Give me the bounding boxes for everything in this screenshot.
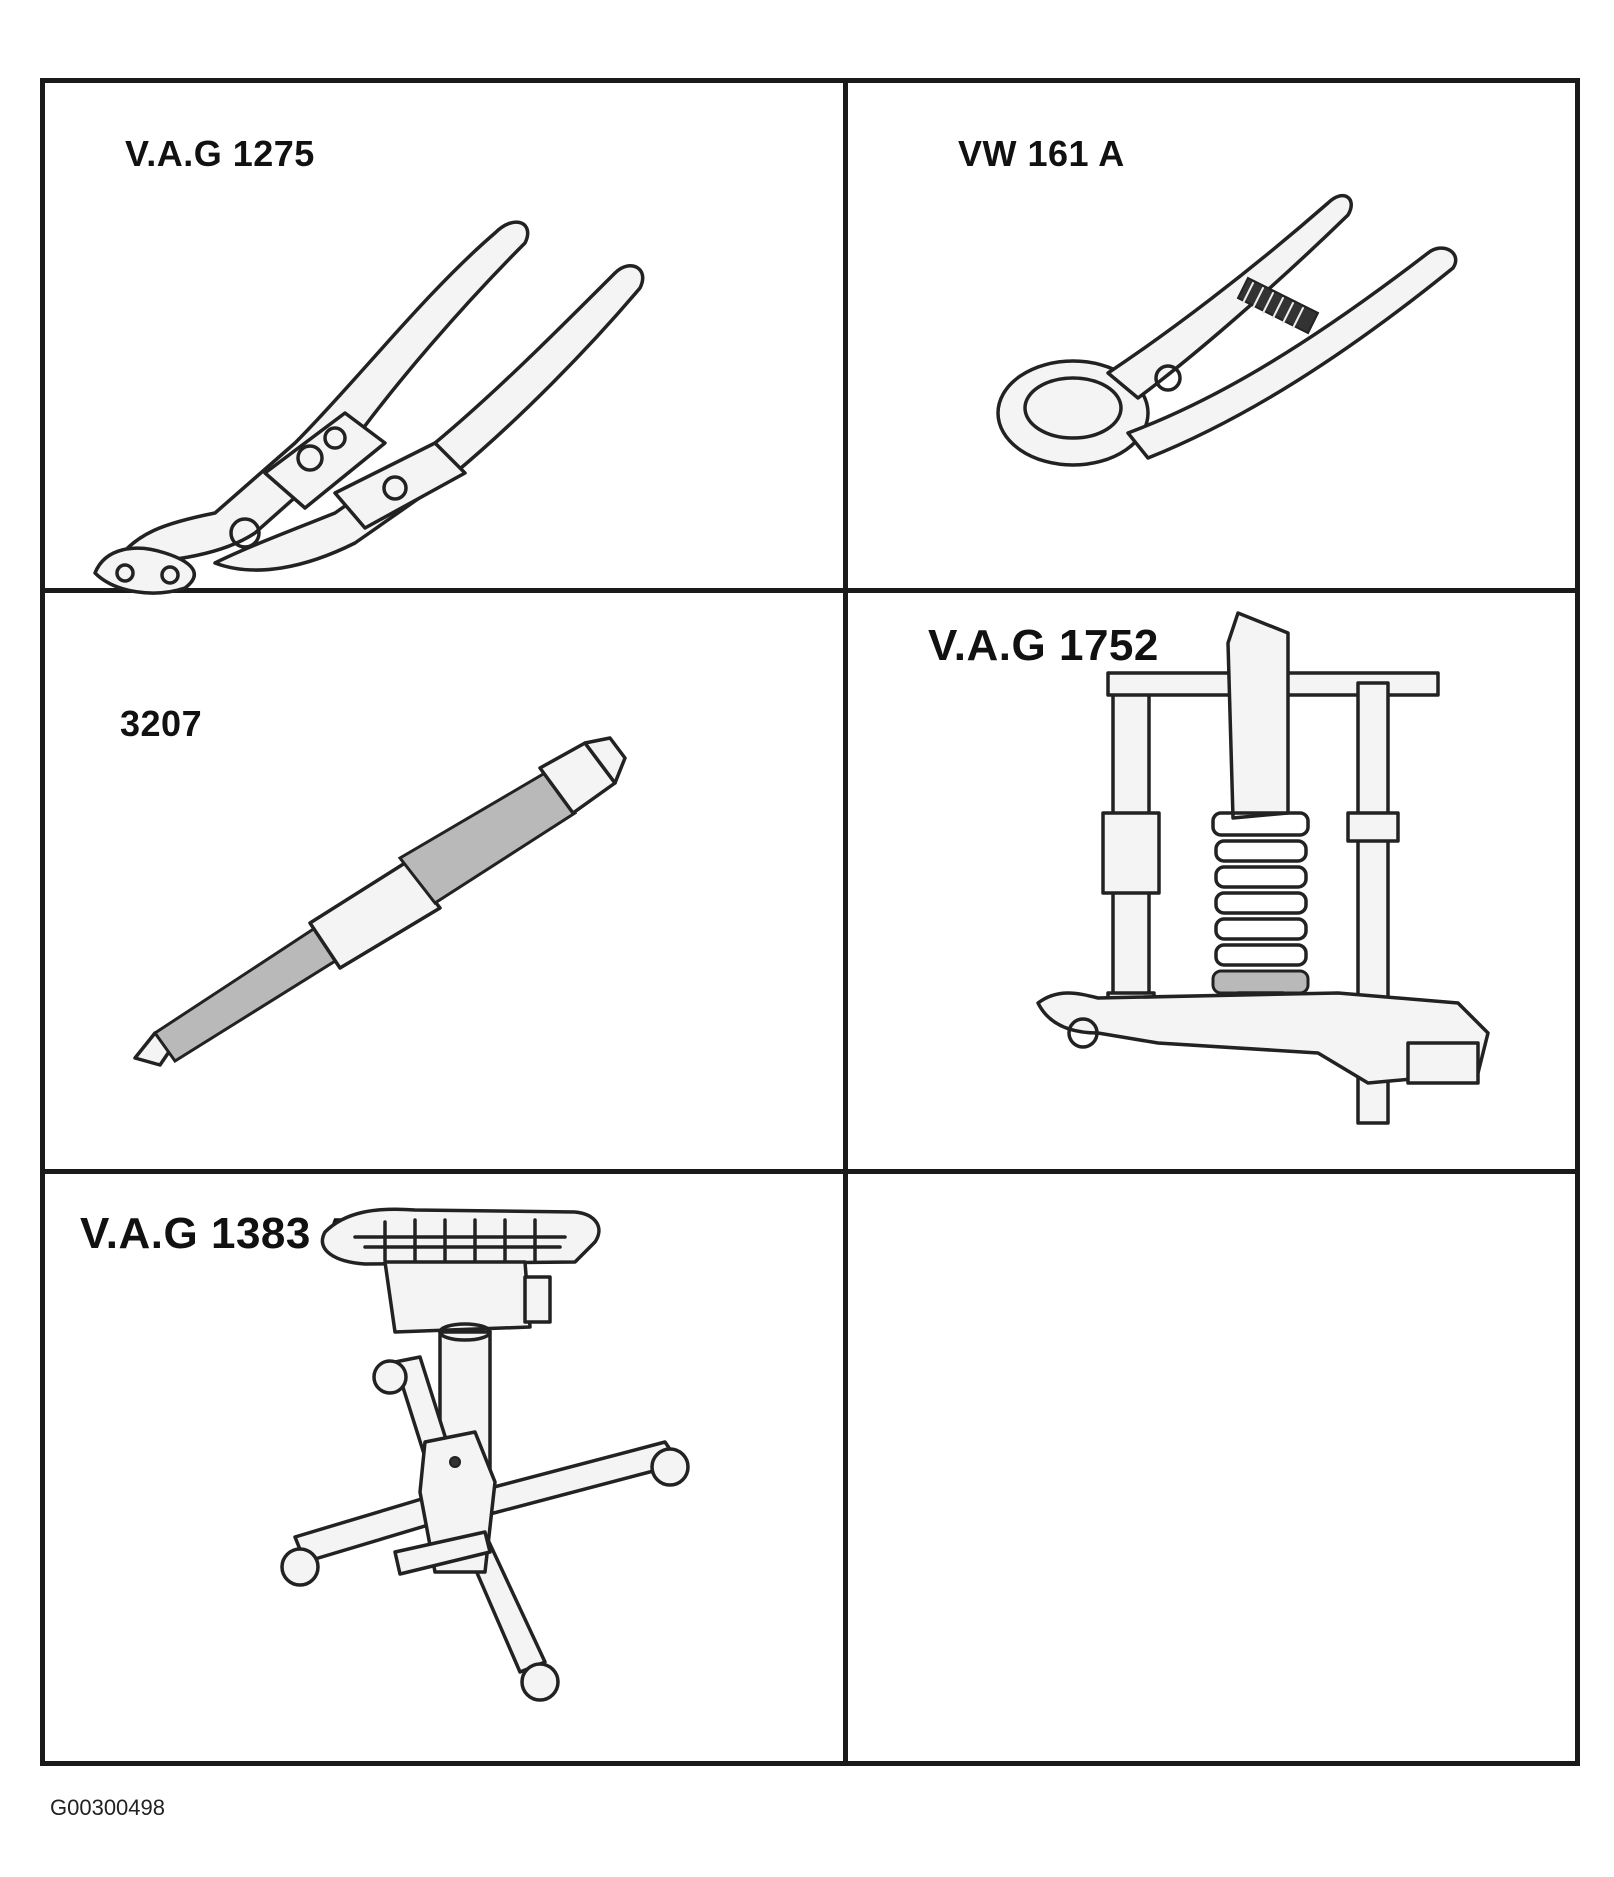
hose-clamp-pliers-icon [93,220,645,595]
spring-compressor-icon [1036,611,1490,1125]
figure-id: G00300498 [50,1795,165,1820]
tool-label: V.A.G 1275 [125,133,315,174]
transmission-jack-icon [280,1207,690,1702]
tool-cell-vag-1383a: V.A.G 1383 A [45,1174,843,1766]
tool-label: VW 161 A [958,133,1125,174]
drift-pin-icon [133,736,627,1067]
tool-cell-vag-1275: V.A.G 1275 [45,83,843,595]
ring-pliers-icon [996,193,1458,467]
tool-cell-vag-1752: V.A.G 1752 [848,593,1580,1169]
tool-cell-vw-161a: VW 161 A [848,83,1580,588]
grid-divider-vertical [843,83,848,1761]
special-tools-grid: V.A.G 1275 VW 161 A [40,78,1580,1766]
tool-cell-empty [848,1174,1580,1766]
grid-divider-row2 [45,1169,1575,1174]
grid-divider-row1 [45,588,1575,593]
tool-label: 3207 [120,703,203,744]
tool-label: V.A.G 1752 [928,621,1159,670]
tool-cell-3207: 3207 [45,593,843,1169]
tool-label: V.A.G 1383 A [80,1209,355,1258]
